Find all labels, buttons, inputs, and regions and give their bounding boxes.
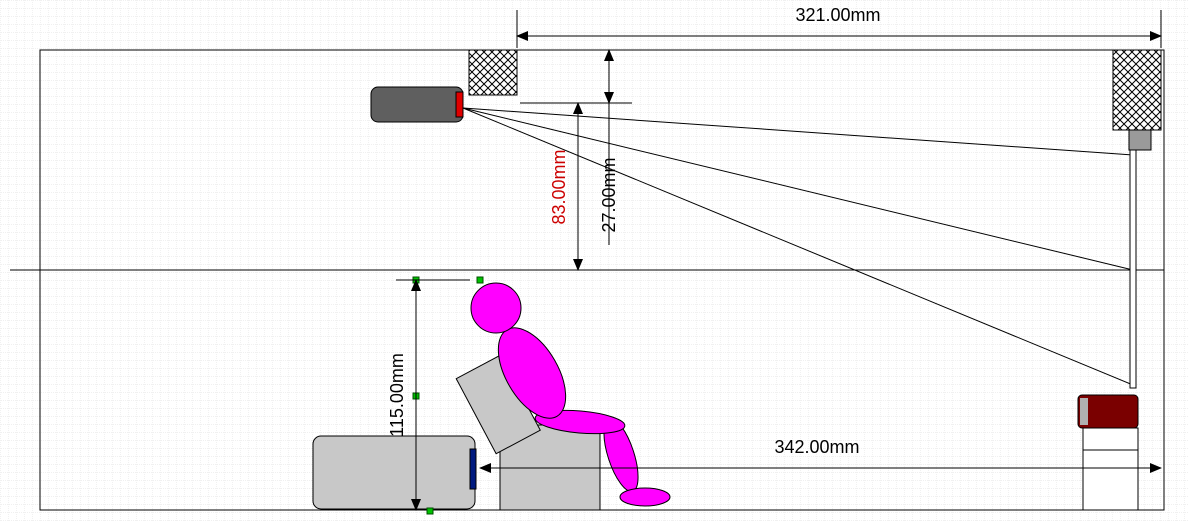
speaker-icon[interactable] (1077, 394, 1139, 511)
width-dimension-label: 321.00mm (795, 5, 880, 25)
speaker-highlight (1080, 398, 1088, 425)
beam-height-dimension[interactable]: 83.00mm (549, 102, 583, 271)
projector-body (370, 86, 464, 123)
screen-surface (1129, 149, 1137, 389)
projector-icon[interactable] (370, 86, 464, 123)
person-head (470, 282, 522, 334)
beam-height-dimension-label: 83.00mm (549, 149, 569, 224)
offset-dimension-label: 27.00mm (599, 157, 619, 232)
screen-top-bracket (1128, 129, 1152, 151)
room-outline (39, 49, 1165, 511)
offset-dimension[interactable]: 27.00mm (520, 49, 632, 245)
ottoman-box[interactable] (312, 435, 476, 510)
person-height-dimension-label: 115.00mm (387, 353, 407, 437)
floor-distance-dimension-label: 342.00mm (774, 437, 859, 457)
person-height-dimension[interactable]: 115.00mm (387, 279, 470, 511)
screen-icon[interactable] (1128, 129, 1152, 389)
width-dimension[interactable]: 321.00mm (516, 5, 1162, 48)
person-icon[interactable] (470, 282, 671, 507)
ceiling-mount-block (468, 49, 518, 96)
floor-distance-dimension[interactable]: 342.00mm (479, 437, 1162, 473)
screen-housing-block (1112, 49, 1162, 131)
equipment-rack (1082, 427, 1139, 511)
remote-strip (469, 448, 477, 490)
person-foot (619, 487, 671, 507)
projector-lens (455, 91, 464, 118)
